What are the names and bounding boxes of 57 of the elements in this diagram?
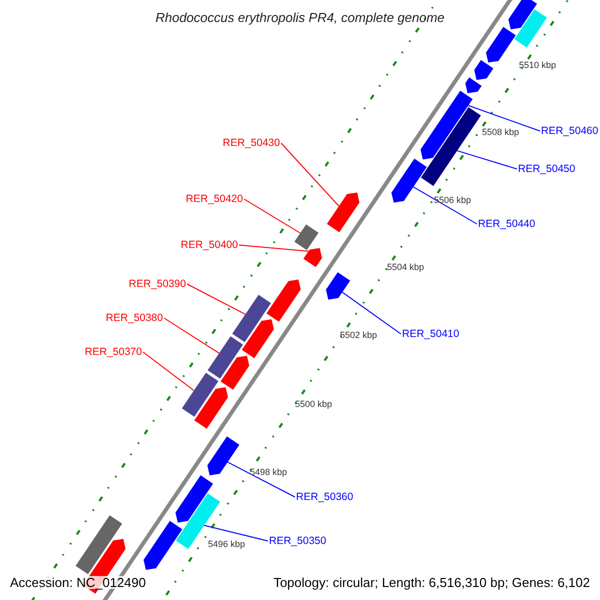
gene-label: RER_50390 [128, 278, 186, 290]
gene-label: RER_50360 [296, 492, 354, 502]
gene-label: RER_50380 [106, 312, 163, 324]
gene-pentagon [508, 0, 538, 30]
scale-label: 5504 kbp [387, 262, 424, 272]
scale-label: 5498 kbp [250, 468, 288, 476]
gene-label: RER_50410 [402, 328, 460, 340]
gene-label: RER_50440 [478, 218, 536, 230]
scale-label: 5510 kbp [519, 60, 556, 70]
gene-label: RER_50420 [186, 194, 243, 204]
title: Rhodococcus erythropolis PR4, complete genome [155, 11, 445, 24]
gene-pentagon [391, 158, 427, 203]
gene-pentagon [474, 60, 494, 80]
gene-pentagon [144, 520, 182, 570]
leader-line [186, 284, 246, 315]
gene-block [514, 9, 547, 48]
gene-pentagon [326, 192, 360, 232]
leader-line [280, 142, 340, 207]
leader-line [244, 198, 301, 234]
scale-label: 5502 kbp [340, 330, 378, 340]
topology-note: Topology: circular; Length: 6,516,310 bp; Genes: 6,102 [273, 576, 590, 588]
leader-line [456, 150, 518, 170]
leader-line [412, 186, 478, 224]
gene-label: RER_50430 [222, 138, 280, 148]
gene-pentagon [207, 436, 240, 476]
gene-pentagon [220, 356, 250, 390]
gene-label: RER_50350 [269, 536, 326, 546]
leader-line [164, 318, 220, 354]
gene-pentagon [326, 272, 350, 300]
gene-block [182, 372, 218, 417]
leader-line [468, 105, 540, 132]
accession-note: Accession: NC_012490 [10, 576, 146, 588]
gene-block [232, 294, 271, 342]
leader-line [342, 292, 402, 334]
scale-label: 5496 kbp [208, 540, 246, 548]
gene-pentagon [465, 77, 482, 94]
gene-pentagon [303, 248, 322, 268]
gene-pentagon [266, 279, 301, 322]
gene-label: RER_50450 [518, 164, 576, 174]
scale-label: 5500 kbp [295, 400, 332, 408]
gene-block [420, 107, 481, 186]
gene-pentagon [486, 26, 516, 63]
gene-label: RER_50370 [84, 346, 142, 358]
gene-label: RER_50400 [180, 240, 238, 250]
gene-block [294, 224, 319, 250]
gene-label: RER_50460 [541, 126, 598, 136]
leader-line [238, 244, 309, 252]
gene-pentagon [242, 319, 274, 358]
gene-pentagon [175, 475, 214, 523]
leader-line [227, 462, 296, 498]
gene-block [76, 515, 122, 574]
gene-pentagon [420, 90, 473, 160]
gene-block [208, 336, 243, 379]
scale-label: 5508 kbp [482, 128, 520, 136]
scale-label: 5506 kbp [434, 196, 472, 204]
gene-pentagon [194, 387, 228, 429]
leader-line [142, 352, 194, 391]
